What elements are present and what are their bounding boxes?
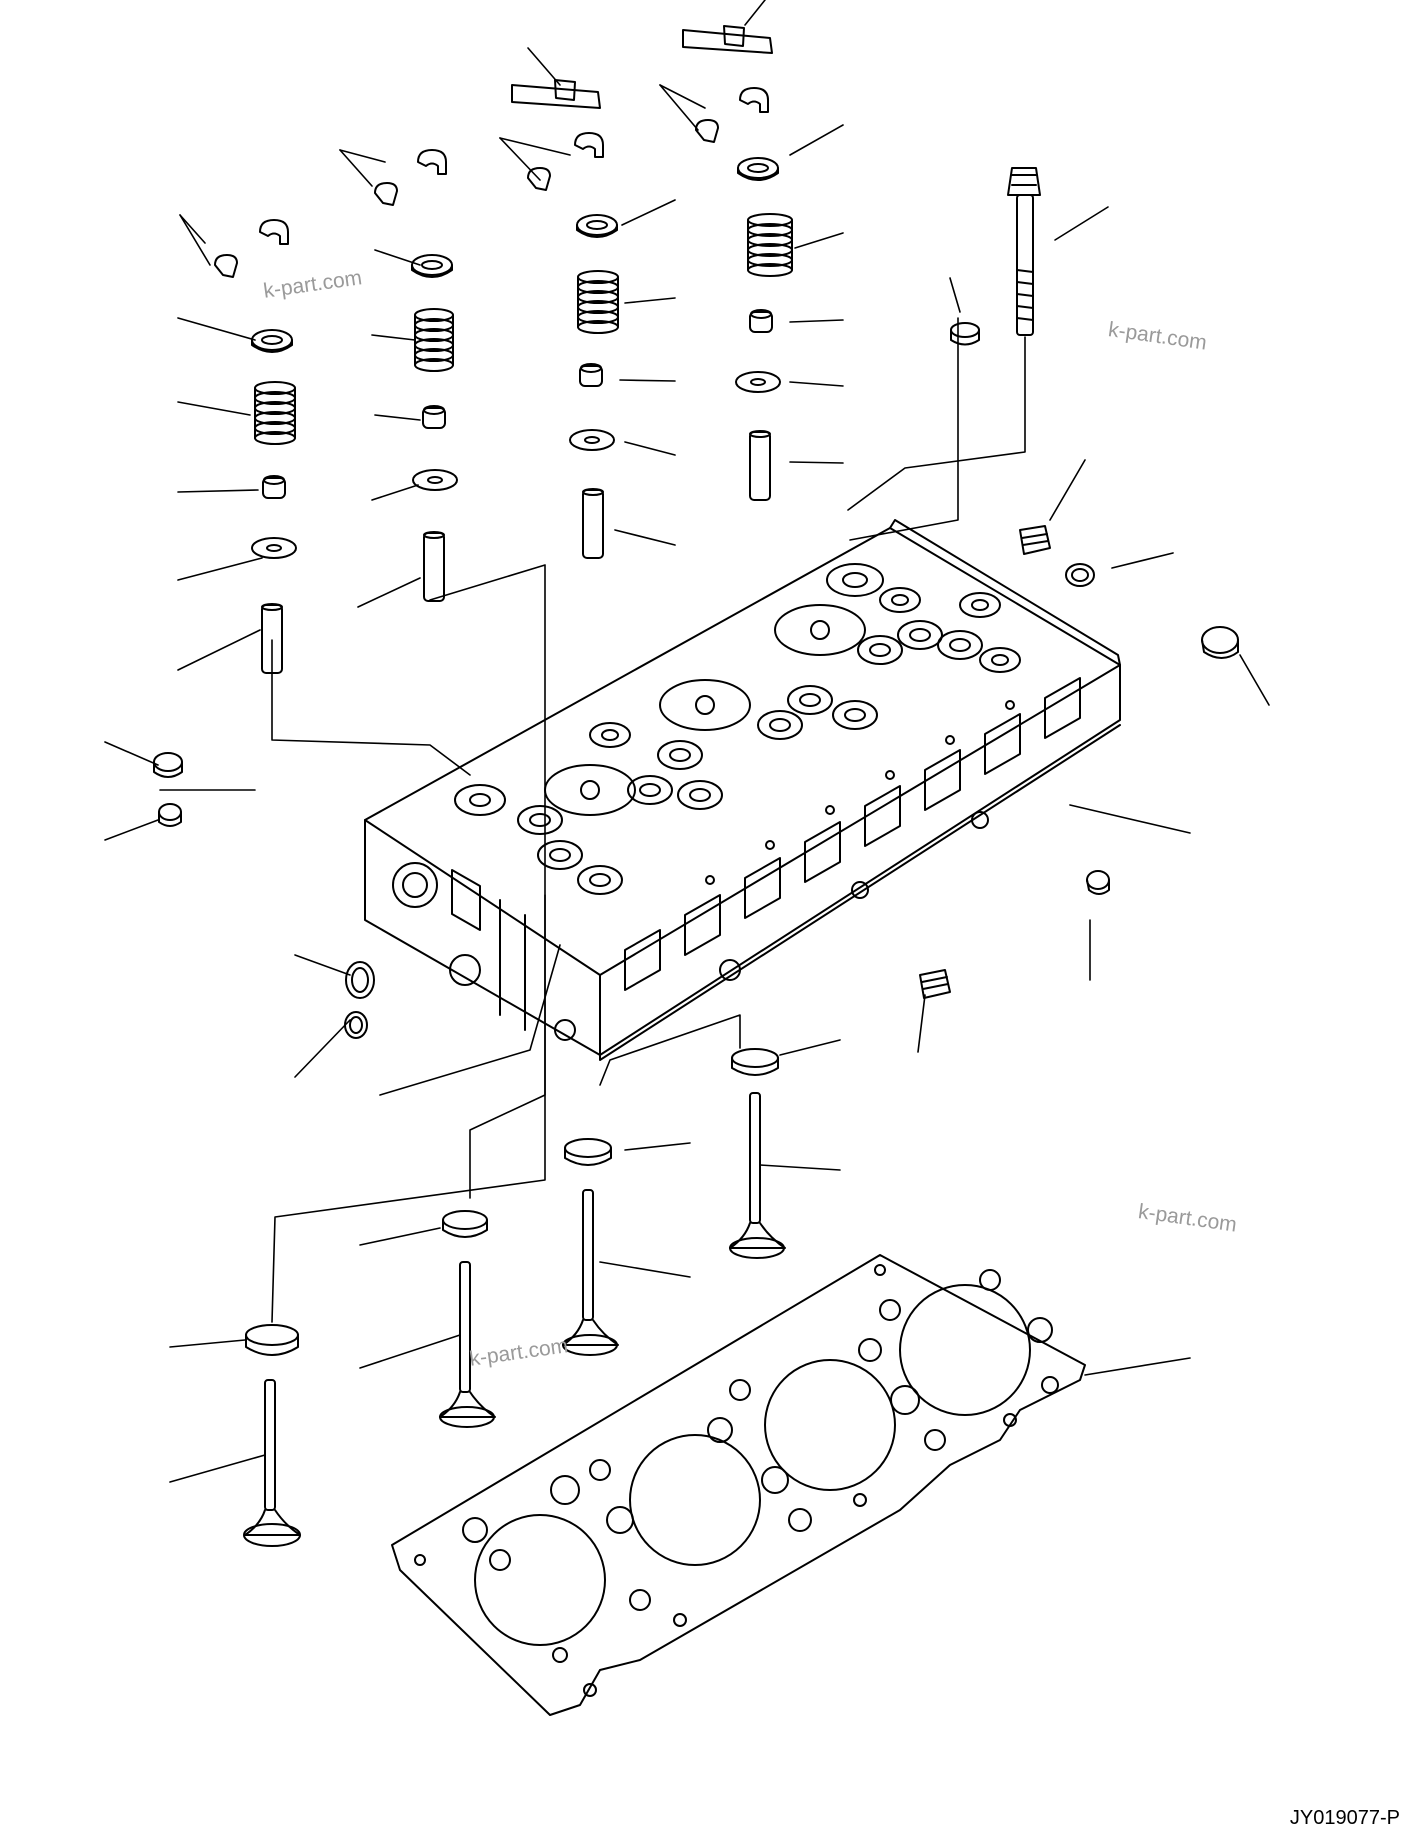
spring-seat-washer-4 [735,371,781,393]
valve-4 [243,1379,301,1547]
spring-seat-washer-1 [251,537,297,559]
valve-spring-4 [747,213,793,277]
threaded-plug-side [919,969,951,999]
cylinder-head-gasket [391,1254,1086,1716]
bolt-bushing [950,322,980,346]
spring-seat-washer-3 [569,429,615,451]
valve-1 [729,1092,786,1259]
valve-guide-3 [582,488,604,559]
spring-retainer-1 [251,329,293,353]
seal-ring-left-1 [345,961,375,999]
rocker-bridge-1 [511,79,601,109]
valve-spring-2 [414,308,454,372]
cup-plug-small [1065,563,1095,587]
valve-cotters-3 [527,132,604,191]
valve-seat-insert-4 [245,1324,299,1356]
valve-cotters-1 [214,219,289,278]
valve-guide-1 [261,603,283,674]
plug-left-1 [153,752,183,778]
valve-stem-seal-1 [262,475,286,499]
plug-left-2 [158,803,182,827]
head-bolt [1007,167,1041,336]
spring-seat-washer-2 [412,469,458,491]
valve-seat-insert-1 [731,1048,779,1076]
threaded-plug-top [1019,525,1051,555]
rocker-bridge-2 [682,25,773,54]
spring-retainer-2 [411,254,453,278]
valve-guide-4 [749,430,771,501]
valve-2 [562,1189,619,1356]
valve-spring-3 [577,270,619,334]
seal-ring-left-2 [344,1011,368,1039]
leader-lines [104,0,1270,1483]
spring-retainer-3 [576,214,618,238]
valve-cotters-4 [695,87,769,143]
valve-seat-insert-3 [442,1210,488,1238]
valve-stem-seal-4 [749,309,773,333]
valve-stem-seal-2 [422,405,446,429]
spring-retainer-4 [737,157,779,181]
valve-cotters-2 [374,149,447,206]
cup-plug-large [1201,626,1239,659]
valve-3 [439,1261,496,1428]
valve-seat-insert-2 [564,1138,612,1166]
drawing-code: JY019077-P [1289,1807,1400,1829]
valve-guide-2 [423,531,445,602]
valve-stem-seal-3 [579,363,603,387]
valve-spring-1 [254,381,296,445]
cylinder-head [364,519,1121,1061]
plug-side-right [1086,870,1110,895]
